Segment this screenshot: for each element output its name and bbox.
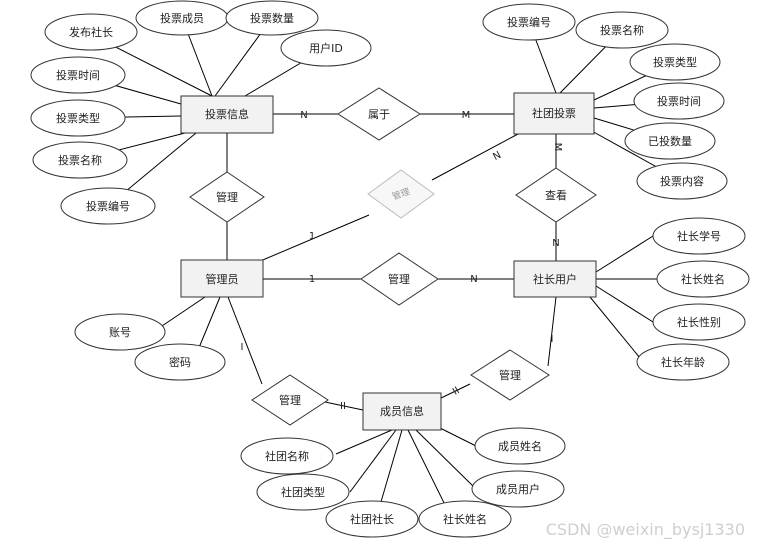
attribute-ellipse: 社团名称 <box>240 437 334 475</box>
entity-label: 社团投票 <box>532 106 576 120</box>
attributes-admin: 账号 密码 <box>74 313 226 381</box>
attribute-label: 社团名称 <box>265 449 309 463</box>
relation-manage-right: 管理 <box>470 349 550 401</box>
attribute-ellipse: 账号 <box>74 313 166 351</box>
relation-manage-middle: 管理 <box>360 252 439 306</box>
attribute-ellipse: 投票数量 <box>225 0 319 36</box>
attribute-label: 投票时间 <box>657 94 701 108</box>
attribute-label: 成员用户 <box>496 482 540 496</box>
attribute-label: 社团社长 <box>350 512 394 526</box>
cardinality-label: N <box>300 110 307 121</box>
attribute-ellipse: 投票类型 <box>30 99 126 137</box>
attribute-label: 社长姓名 <box>681 272 725 286</box>
attribute-ellipse: 投票名称 <box>575 11 669 49</box>
cardinality-label: M <box>552 143 563 152</box>
attribute-label: 投票数量 <box>250 11 294 25</box>
attribute-ellipse: 发布社长 <box>44 13 138 51</box>
attribute-ellipse: 投票名称 <box>32 141 128 179</box>
relation-label: 管理 <box>216 190 238 204</box>
entity-label: 投票信息 <box>205 107 249 121</box>
attribute-label: 发布社长 <box>69 25 113 39</box>
attributes-member-info: 社团名称 社团类型 社团社长 社长姓名 成员姓名 成员用户 <box>240 427 566 538</box>
attribute-ellipse: 社长学号 <box>652 217 746 255</box>
relation-label: 管理 <box>279 393 301 407</box>
attribute-ellipse: 成员用户 <box>471 470 565 508</box>
cardinality-label: N <box>552 238 559 249</box>
relation-label: 查看 <box>545 188 567 202</box>
attribute-label: 投票编号 <box>86 199 130 213</box>
cardinality-label: II <box>340 401 346 412</box>
attribute-label: 投票编号 <box>507 15 551 29</box>
relation-manage-bottom: 管理 <box>251 374 329 426</box>
attribute-ellipse: 投票内容 <box>636 162 728 200</box>
attribute-ellipse: 社团类型 <box>256 473 350 511</box>
cardinality-label: N <box>470 274 477 285</box>
attributes-president-user: 社长学号 社长姓名 社长性别 社长年龄 <box>636 217 750 381</box>
cardinality-label: 1 <box>309 274 315 285</box>
attribute-ellipse: 社长年龄 <box>636 343 730 381</box>
cardinality-label: II <box>451 385 462 397</box>
relation-manage-faint: 管理 <box>367 169 435 219</box>
entity-label: 成员信息 <box>380 404 424 418</box>
attribute-label: 投票内容 <box>660 174 704 188</box>
attribute-ellipse: 投票类型 <box>629 43 721 81</box>
attribute-label: 已投数量 <box>648 134 692 148</box>
attribute-ellipse: 已投数量 <box>624 122 716 160</box>
attribute-label: 成员姓名 <box>498 439 542 453</box>
entity-vote-info: 投票信息 <box>180 95 274 134</box>
entity-president-user: 社长用户 <box>513 260 597 298</box>
attribute-label: 密码 <box>169 355 191 369</box>
attribute-label: 账号 <box>109 326 131 339</box>
cardinality-label: M <box>462 110 471 121</box>
cardinality-labels: N M 1 N M N 1 N I II II I <box>241 110 563 412</box>
attribute-label: 投票时间 <box>56 68 100 82</box>
attribute-label: 社团类型 <box>281 485 325 499</box>
attributes-club-vote: 投票编号 投票名称 投票类型 投票时间 已投数量 投票内容 <box>482 3 728 200</box>
cardinality-label: I <box>241 342 244 353</box>
attribute-label: 投票类型 <box>653 55 697 69</box>
attribute-ellipse: 成员姓名 <box>474 427 566 465</box>
entity-admin: 管理员 <box>180 259 264 298</box>
relation-belongs: 属于 <box>337 87 421 141</box>
attribute-label: 投票类型 <box>56 111 100 125</box>
attributes-vote-info: 发布社长 投票成员 投票数量 用户ID 投票时间 投票类型 投票名称 投票编号 <box>30 0 372 225</box>
attribute-ellipse: 投票编号 <box>482 3 576 41</box>
attribute-ellipse: 社长姓名 <box>418 500 512 538</box>
relation-label: 属于 <box>368 108 390 121</box>
entity-club-vote: 社团投票 <box>513 92 595 135</box>
cardinality-label: N <box>491 150 503 163</box>
entity-label: 管理员 <box>206 272 239 286</box>
cardinality-label: 1 <box>309 231 315 242</box>
attribute-label: 社长姓名 <box>443 512 487 526</box>
attribute-ellipse: 用户ID <box>280 29 372 67</box>
relation-label: 管理 <box>499 368 521 382</box>
attribute-label: 社长学号 <box>677 229 721 243</box>
attribute-label: 投票成员 <box>160 11 204 25</box>
attribute-ellipse: 投票成员 <box>135 0 229 36</box>
attribute-ellipse: 社团社长 <box>325 500 419 538</box>
attribute-label: 用户ID <box>309 41 343 55</box>
attribute-ellipse: 投票时间 <box>633 82 725 120</box>
attribute-label: 投票名称 <box>600 23 644 37</box>
entity-label: 社长用户 <box>533 272 577 286</box>
relation-label: 管理 <box>388 272 410 286</box>
attribute-ellipse: 投票编号 <box>60 187 156 225</box>
cardinality-label: I <box>551 334 554 345</box>
relation-manage-left: 管理 <box>189 171 265 223</box>
entity-member-info: 成员信息 <box>362 392 442 431</box>
attribute-ellipse: 密码 <box>134 343 226 381</box>
attribute-label: 社长年龄 <box>661 355 705 369</box>
attribute-ellipse: 社长性别 <box>652 303 746 341</box>
attribute-ellipse: 社长姓名 <box>656 260 750 298</box>
attribute-label: 投票名称 <box>58 153 102 167</box>
watermark-text: CSDN @weixin_bysj1330 <box>546 520 745 540</box>
attribute-ellipse: 投票时间 <box>30 56 126 94</box>
relation-view: 查看 <box>515 167 597 223</box>
attribute-label: 社长性别 <box>677 315 721 329</box>
